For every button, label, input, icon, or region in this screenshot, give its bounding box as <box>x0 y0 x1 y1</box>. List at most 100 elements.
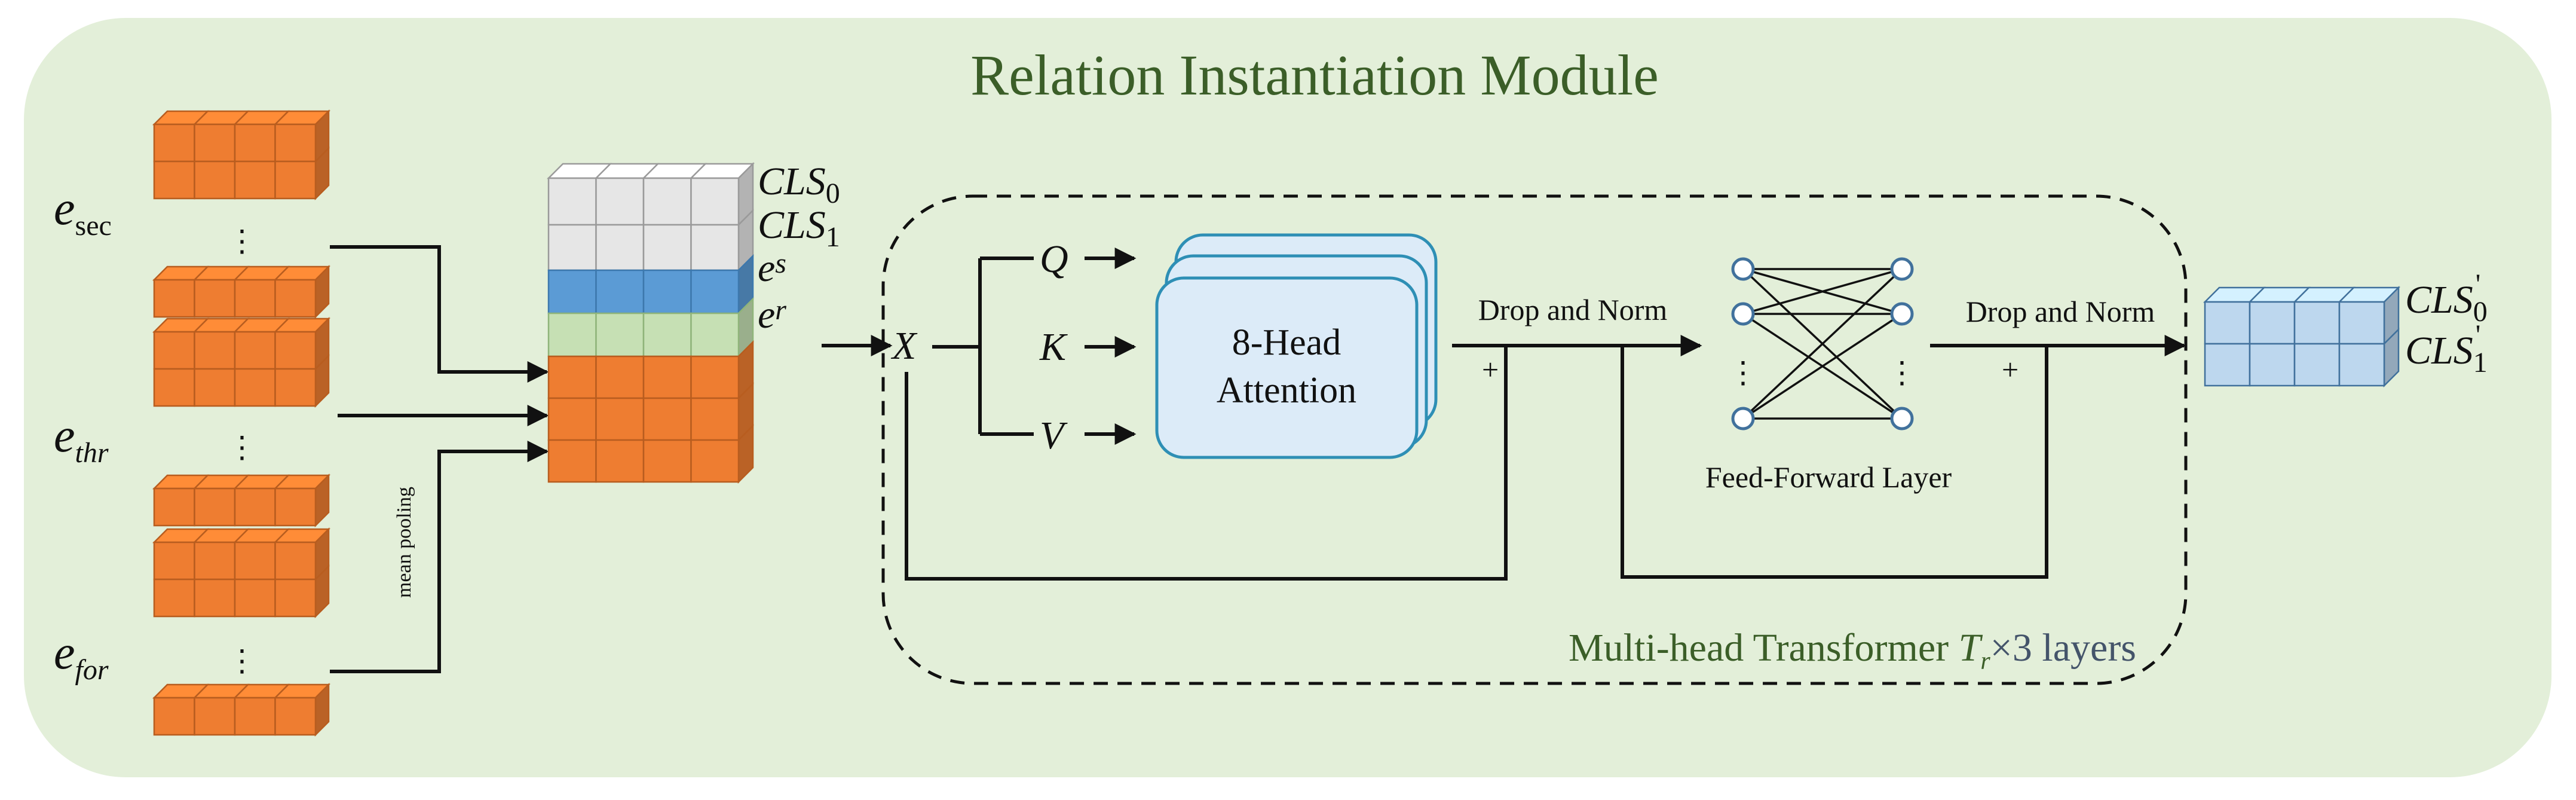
cube-cell <box>194 578 236 618</box>
cube-cell <box>547 439 597 483</box>
connector-for <box>330 441 549 673</box>
cube-cell <box>274 578 317 618</box>
input-block <box>152 264 331 319</box>
cube-cell <box>194 279 236 318</box>
cube-cell <box>274 123 317 163</box>
drop-norm-2-label: Drop and Norm <box>1966 295 2155 328</box>
ellipsis-for: ⋮ <box>227 644 257 677</box>
input-block <box>152 109 331 201</box>
es-row <box>547 254 754 316</box>
cube-cell <box>194 123 236 163</box>
ffn-edge <box>1742 268 1903 315</box>
ellipsis-thr: ⋮ <box>227 430 257 464</box>
cube-cell <box>234 541 276 581</box>
cube-cell <box>194 160 236 200</box>
residual-plus-1: + <box>1482 353 1499 386</box>
cube-cell <box>642 439 692 483</box>
cube-cell <box>153 160 195 200</box>
attention-block: 8-Head Attention <box>1155 233 1438 459</box>
cube-cell <box>690 269 740 314</box>
cube-cell <box>547 269 597 314</box>
residual-path-2 <box>1621 347 2048 579</box>
cube-cell <box>194 541 236 581</box>
ffn-node <box>1731 407 1755 430</box>
output-cls-rows <box>2203 285 2401 388</box>
ffn-edge <box>1742 313 1903 420</box>
cube-cell <box>234 487 276 527</box>
output-label-cls1: CLS1' <box>2405 319 2488 378</box>
input-label-thr: ethr <box>54 410 109 469</box>
cube-cell <box>690 355 740 399</box>
v-symbol: V <box>1040 414 1068 457</box>
residual-plus-2: + <box>2002 353 2018 386</box>
cube-cell <box>547 177 597 226</box>
cube-cell <box>234 160 276 200</box>
ffn-node <box>1731 302 1755 326</box>
ffn-node <box>1731 257 1755 281</box>
cube-cell <box>274 368 317 407</box>
cls1-row <box>547 208 754 273</box>
module-title: Relation Instantiation Module <box>970 43 1659 107</box>
cube-cell <box>2338 301 2385 345</box>
cube-cell <box>194 331 236 370</box>
cube-cell <box>2249 343 2296 387</box>
cube-cell <box>153 368 195 407</box>
feed-forward-network <box>1731 257 1914 430</box>
cube-cell <box>595 177 645 226</box>
pooled-rows <box>547 340 754 484</box>
cube-cell <box>153 331 195 370</box>
input-block <box>152 682 331 737</box>
cube-cell <box>642 397 692 441</box>
transformer-caption: Multi-head Transformer Tr×3 layers <box>1569 626 2136 675</box>
q-symbol: Q <box>1040 237 1068 281</box>
input-block <box>152 316 331 408</box>
residual-path-1 <box>905 347 1508 581</box>
cube-cell <box>234 331 276 370</box>
input-label-for: efor <box>54 627 109 686</box>
cube-cell <box>234 123 276 163</box>
stack-label-cls0: CLS0 <box>758 160 840 209</box>
ffn-node <box>1890 257 1914 281</box>
ffn-label: Feed-Forward Layer <box>1705 460 1952 494</box>
cube-cell <box>274 331 317 370</box>
cube-cell <box>690 177 740 226</box>
cube-cell <box>595 397 645 441</box>
cube-cell <box>642 355 692 399</box>
transformer-block <box>881 194 2188 685</box>
cube-cell <box>2293 301 2341 345</box>
ffn-ellipsis-left: ⋮ <box>1728 356 1758 389</box>
attention-label-line1: 8-Head <box>1232 322 1341 363</box>
ffn-node <box>1890 302 1914 326</box>
cube-cell <box>595 312 645 358</box>
connector-sec <box>330 245 549 383</box>
transformer-input-x: X <box>890 324 918 368</box>
cube-cell <box>642 269 692 314</box>
ffn-edge <box>1742 268 1903 420</box>
drop-norm-1-label: Drop and Norm <box>1478 293 1668 326</box>
cube-cell <box>194 368 236 407</box>
cube-cell <box>690 439 740 483</box>
input-block <box>152 527 331 619</box>
cube-cell <box>234 578 276 618</box>
output-label-cls0: CLS0' <box>2405 268 2488 328</box>
stack-label-er: er <box>758 293 786 337</box>
cube-cell <box>153 279 195 318</box>
cube-cell <box>690 397 740 441</box>
cube-cell <box>547 355 597 399</box>
cube-cell <box>274 697 317 736</box>
cube-cell <box>274 541 317 581</box>
output-cls-block <box>2203 285 2401 388</box>
token-stack <box>546 161 755 484</box>
cube-cell <box>2338 343 2385 387</box>
cube-cell <box>153 541 195 581</box>
cube-cell <box>547 224 597 271</box>
cube-cell <box>2204 301 2251 345</box>
cube-cell <box>642 312 692 358</box>
input-embedding-blocks <box>152 109 331 737</box>
input-block <box>152 473 331 528</box>
cube-cell <box>234 368 276 407</box>
cube-cell <box>2293 343 2341 387</box>
ffn-ellipsis-right: ⋮ <box>1887 356 1917 389</box>
cube-cell <box>595 269 645 314</box>
